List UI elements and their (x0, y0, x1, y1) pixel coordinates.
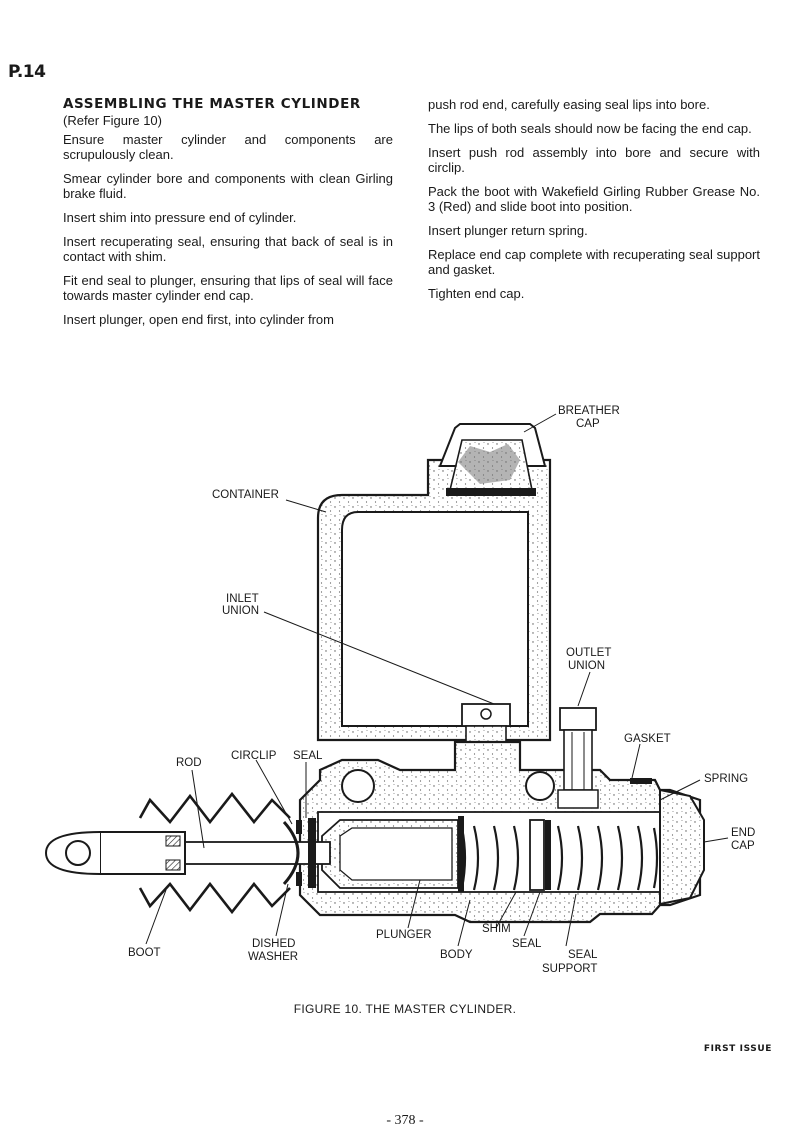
label-washer: WASHER (248, 951, 298, 963)
page-reference: P.14 (8, 62, 46, 82)
label-circlip: CIRCLIP (231, 750, 277, 762)
label-boot: BOOT (128, 947, 161, 959)
breather-cap (438, 423, 547, 496)
label-seal-support-1: SEAL (568, 949, 598, 961)
label-rod: ROD (176, 757, 202, 769)
push-rod (44, 831, 331, 875)
label-end-cap: CAP (731, 840, 755, 852)
label-cap: CAP (576, 418, 600, 430)
instruction-paragraph: Insert plunger, open end first, into cyl… (63, 312, 334, 327)
section-subheading: (Refer Figure 10) (63, 113, 162, 128)
label-gasket: GASKET (624, 733, 671, 745)
instruction-paragraph: Fit end seal to plunger, ensuring that l… (63, 273, 393, 303)
gasket (630, 778, 652, 784)
end-seal (308, 818, 316, 888)
end-cap (659, 788, 705, 906)
label-dished: DISHED (252, 938, 295, 950)
page-number: - 378 - (386, 1113, 424, 1128)
label-outlet: OUTLET (566, 647, 611, 659)
instruction-paragraph: Insert shim into pressure end of cylinde… (63, 210, 297, 225)
label-seal-bottom: SEAL (512, 938, 542, 950)
label-outlet-union: UNION (568, 660, 605, 672)
label-inlet: INLET (226, 593, 259, 605)
section-heading: ASSEMBLING THE MASTER CYLINDER (63, 96, 361, 112)
left-column: ASSEMBLING THE MASTER CYLINDER (Refer Fi… (63, 97, 393, 336)
label-seal-top: SEAL (293, 750, 323, 762)
label-spring: SPRING (704, 773, 748, 785)
instruction-paragraph: Pack the boot with Wakefield Girling Rub… (428, 184, 760, 214)
label-inlet-union: UNION (222, 605, 259, 617)
label-end: END (731, 827, 755, 839)
dished-washer (282, 820, 300, 886)
instruction-paragraph: Insert plunger return spring. (428, 223, 588, 238)
instruction-paragraph: Insert push rod assembly into bore and s… (428, 145, 760, 175)
label-shim: SHIM (482, 923, 511, 935)
instruction-paragraph: The lips of both seals should now be fac… (428, 121, 752, 136)
circlip (296, 820, 302, 834)
label-plunger: PLUNGER (376, 929, 432, 941)
label-body: BODY (440, 949, 473, 961)
instruction-paragraph: Smear cylinder bore and components with … (63, 171, 393, 201)
boot (138, 791, 291, 915)
issue-label: FIRST ISSUE (703, 1044, 772, 1054)
instruction-paragraph: Tighten end cap. (428, 286, 525, 301)
container (316, 438, 552, 742)
right-column: push rod end, carefully easing seal lips… (428, 97, 760, 310)
label-breather: BREATHER (558, 405, 620, 417)
outlet-union (557, 707, 599, 809)
master-cylinder-diagram: BREATHER CAP CONTAINER INLET UNION OUTLE… (44, 405, 755, 975)
label-container: CONTAINER (212, 489, 279, 501)
instruction-paragraph: Insert recuperating seal, ensuring that … (63, 234, 393, 264)
spring (460, 825, 659, 891)
label-seal-support-2: SUPPORT (542, 963, 597, 975)
seal-support (458, 816, 551, 892)
instruction-paragraph: Replace end cap complete with recuperati… (428, 247, 760, 277)
instruction-paragraph: Ensure master cylinder and components ar… (63, 132, 393, 162)
figure-caption: FIGURE 10. THE MASTER CYLINDER. (293, 1002, 517, 1016)
instruction-paragraph: push rod end, carefully easing seal lips… (428, 97, 710, 112)
